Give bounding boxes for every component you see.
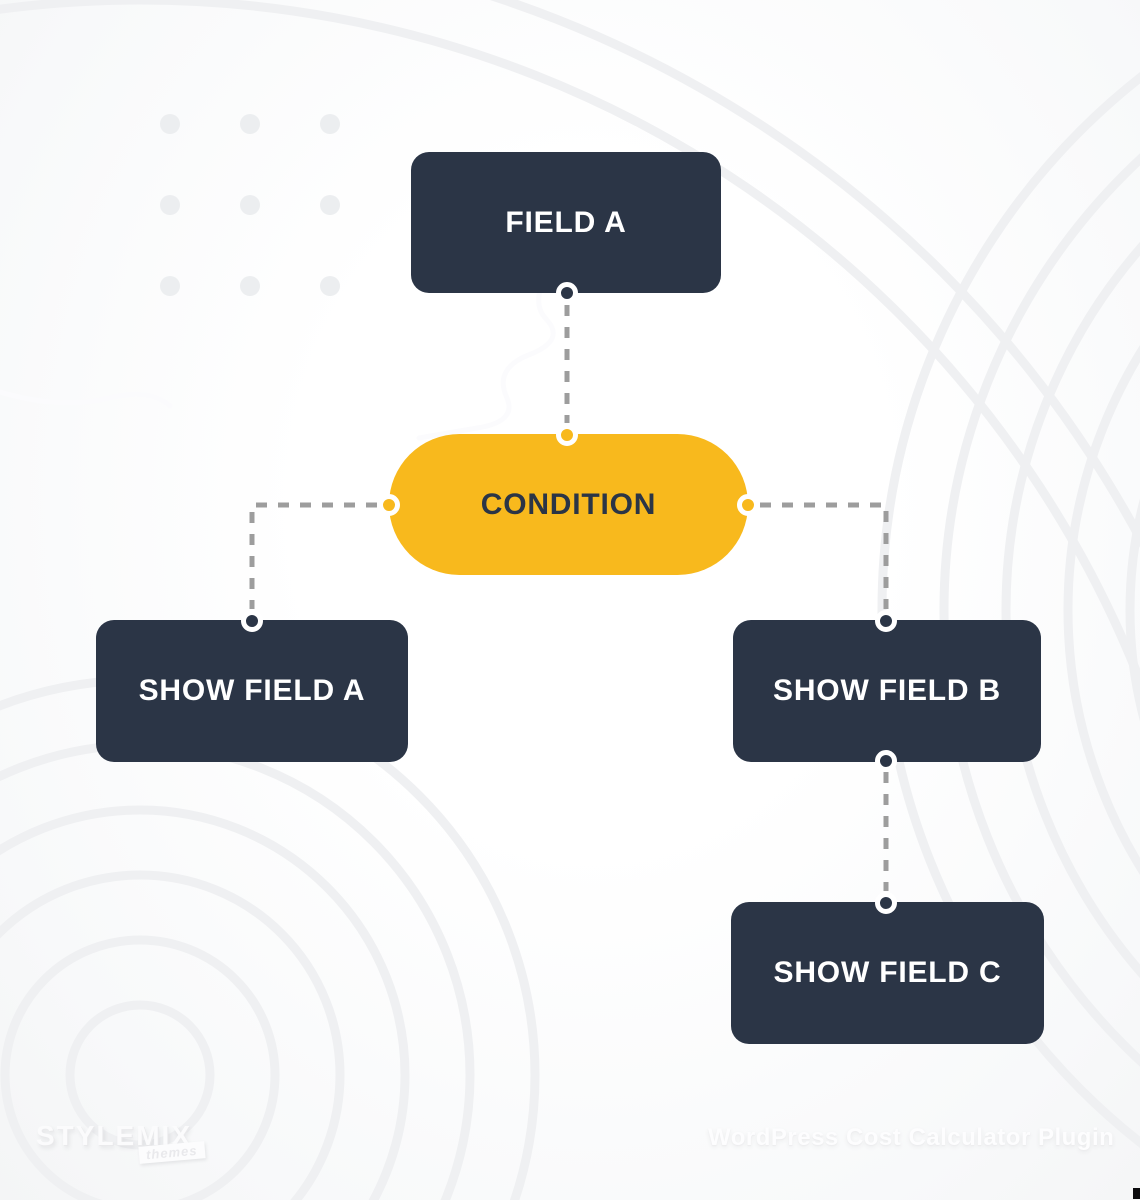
node-show-field-b: SHOW FIELD B [733,620,1041,762]
caption-watermark: WordPress Cost Calculator Plugin [708,1124,1115,1151]
port-show-field-a-top [241,610,263,632]
node-show-field-a: SHOW FIELD A [96,620,408,762]
node-show-field-a-label: SHOW FIELD A [138,674,366,707]
port-show-field-c-top [875,892,897,914]
node-show-field-c-label: SHOW FIELD C [773,956,1002,989]
decor-dot [240,195,260,215]
decor-dot [240,114,260,134]
port-condition-top [556,424,578,446]
edge-condition-to-show-field-a [249,502,377,609]
decor-dot [320,276,340,296]
node-field-a-label: FIELD A [505,205,627,239]
port-field-a-bottom [556,282,578,304]
decor-dot-grid [160,114,340,296]
decor-dot [160,276,180,296]
port-show-field-b-bottom [875,750,897,772]
port-condition-right [737,494,759,516]
stylemix-logo: STYLEMIX themes [36,1120,226,1165]
decor-dot [160,195,180,215]
port-show-field-b-top [875,610,897,632]
node-show-field-c: SHOW FIELD C [731,902,1044,1044]
node-show-field-b-label: SHOW FIELD B [773,674,1001,707]
decor-dot [320,195,340,215]
node-field-a: FIELD A [411,152,721,293]
node-condition-label: CONDITION [480,487,657,521]
decor-dot [320,114,340,134]
port-condition-left [378,494,400,516]
decor-dot [160,114,180,134]
node-condition: CONDITION [389,434,748,575]
corner-mark [1133,1188,1140,1199]
edge-condition-to-show-field-b [760,502,889,609]
decor-dot [240,276,260,296]
